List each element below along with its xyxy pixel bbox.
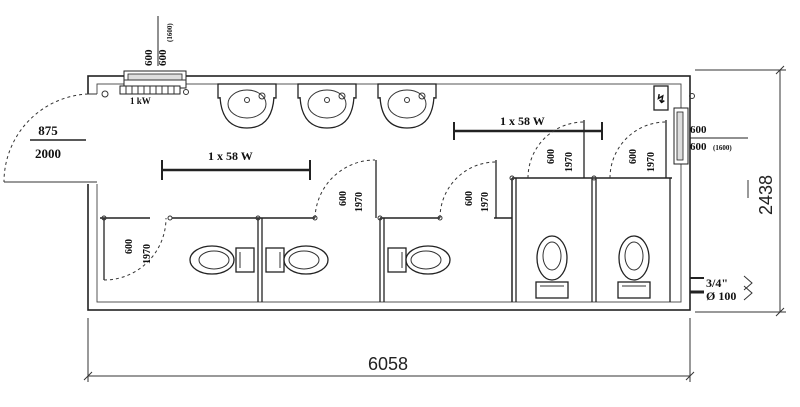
toilet-icon [405,245,451,275]
socket-icon [183,89,189,95]
right-window-height: 600 [690,141,707,153]
overall-length: 6058 [368,354,408,374]
light-right-icon [453,122,603,140]
length-dimension-line [83,318,695,382]
toilet-icon [283,245,329,275]
door-2-height: 1970 [354,192,365,212]
socket-icon [689,93,695,99]
switch-icon [101,90,109,98]
fuse-box-icon [653,85,669,111]
overall-width: 2438 [756,175,776,215]
door-5-height: 1970 [646,152,657,172]
door-1-height: 1970 [142,244,153,264]
toilet-icon [189,245,235,275]
door-5-width: 600 [628,149,639,164]
door-swing-icon [439,161,497,219]
right-window-height-alt: (1600) [713,144,732,152]
sink-1 [217,83,277,129]
power-symbol: ↯ [656,92,666,106]
top-window-height-alt: (1600) [166,23,174,42]
sink-2 [297,83,357,129]
right-window [673,107,689,165]
light-right-label: 1 x 58 W [500,114,545,128]
door-4-height: 1970 [564,152,575,172]
toilet-5 [617,235,651,299]
entrance-door [3,93,99,184]
sink-icon [297,83,357,99]
top-window [123,70,187,89]
pipe-connection [690,275,753,301]
toilet-2 [265,245,329,275]
door-1-width: 600 [124,239,135,254]
width-dimension-line [695,65,786,317]
heater-icon [119,85,181,95]
water-pipe-label: 3/4" [706,276,728,290]
door-3-width: 600 [464,191,475,206]
sink-3 [377,83,437,129]
door-swing-icon [103,217,167,281]
toilet-icon [536,235,568,281]
entrance-door-width: 875 [38,123,58,138]
toilet-3 [387,245,451,275]
light-left-label: 1 x 58 W [208,149,253,163]
sink-icon [377,83,437,99]
door-swing-icon [609,121,667,179]
light-left-icon [161,160,311,180]
toilet-4 [535,235,569,299]
top-window-height: 600 [157,49,169,66]
drain-pipe-label: Ø 100 [706,289,736,303]
door-swing-icon [314,159,376,219]
right-window-width: 600 [690,124,707,136]
top-window-width: 600 [143,49,155,66]
door-3-height: 1970 [480,192,491,212]
toilet-1 [189,245,255,275]
door-4-width: 600 [546,149,557,164]
door-2-width: 600 [338,191,349,206]
heater-label: 1 kW [130,96,151,106]
sink-icon [217,83,277,99]
cubicle-partitions [100,120,672,302]
door-swing-icon [527,121,585,179]
door-swing-icon [3,93,89,183]
entrance-door-height: 2000 [35,146,61,161]
toilet-icon [618,235,650,281]
